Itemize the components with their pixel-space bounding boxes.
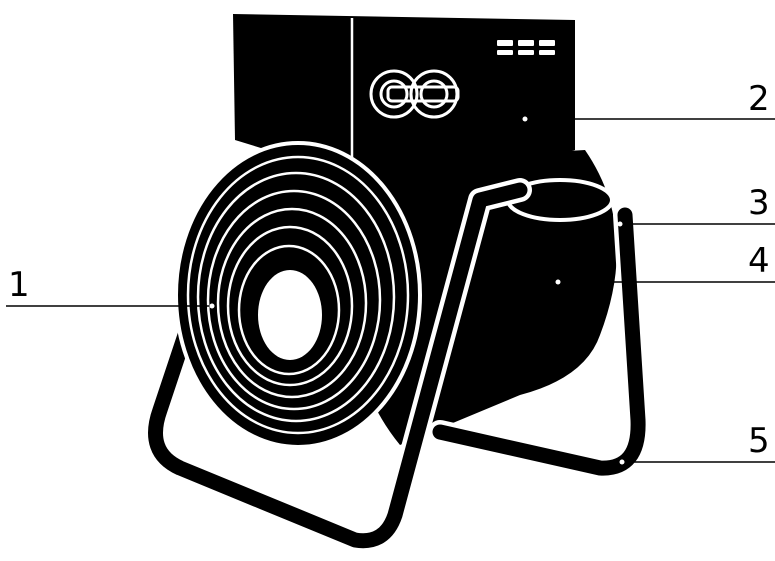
callout-label-5: 5 — [748, 421, 770, 461]
front-grille — [176, 143, 420, 447]
grille-center — [258, 270, 322, 360]
callout-label-2: 2 — [748, 79, 770, 119]
callout-label-3: 3 — [748, 183, 770, 223]
callout-label-1: 1 — [8, 265, 30, 305]
callout-label-4: 4 — [748, 241, 770, 281]
